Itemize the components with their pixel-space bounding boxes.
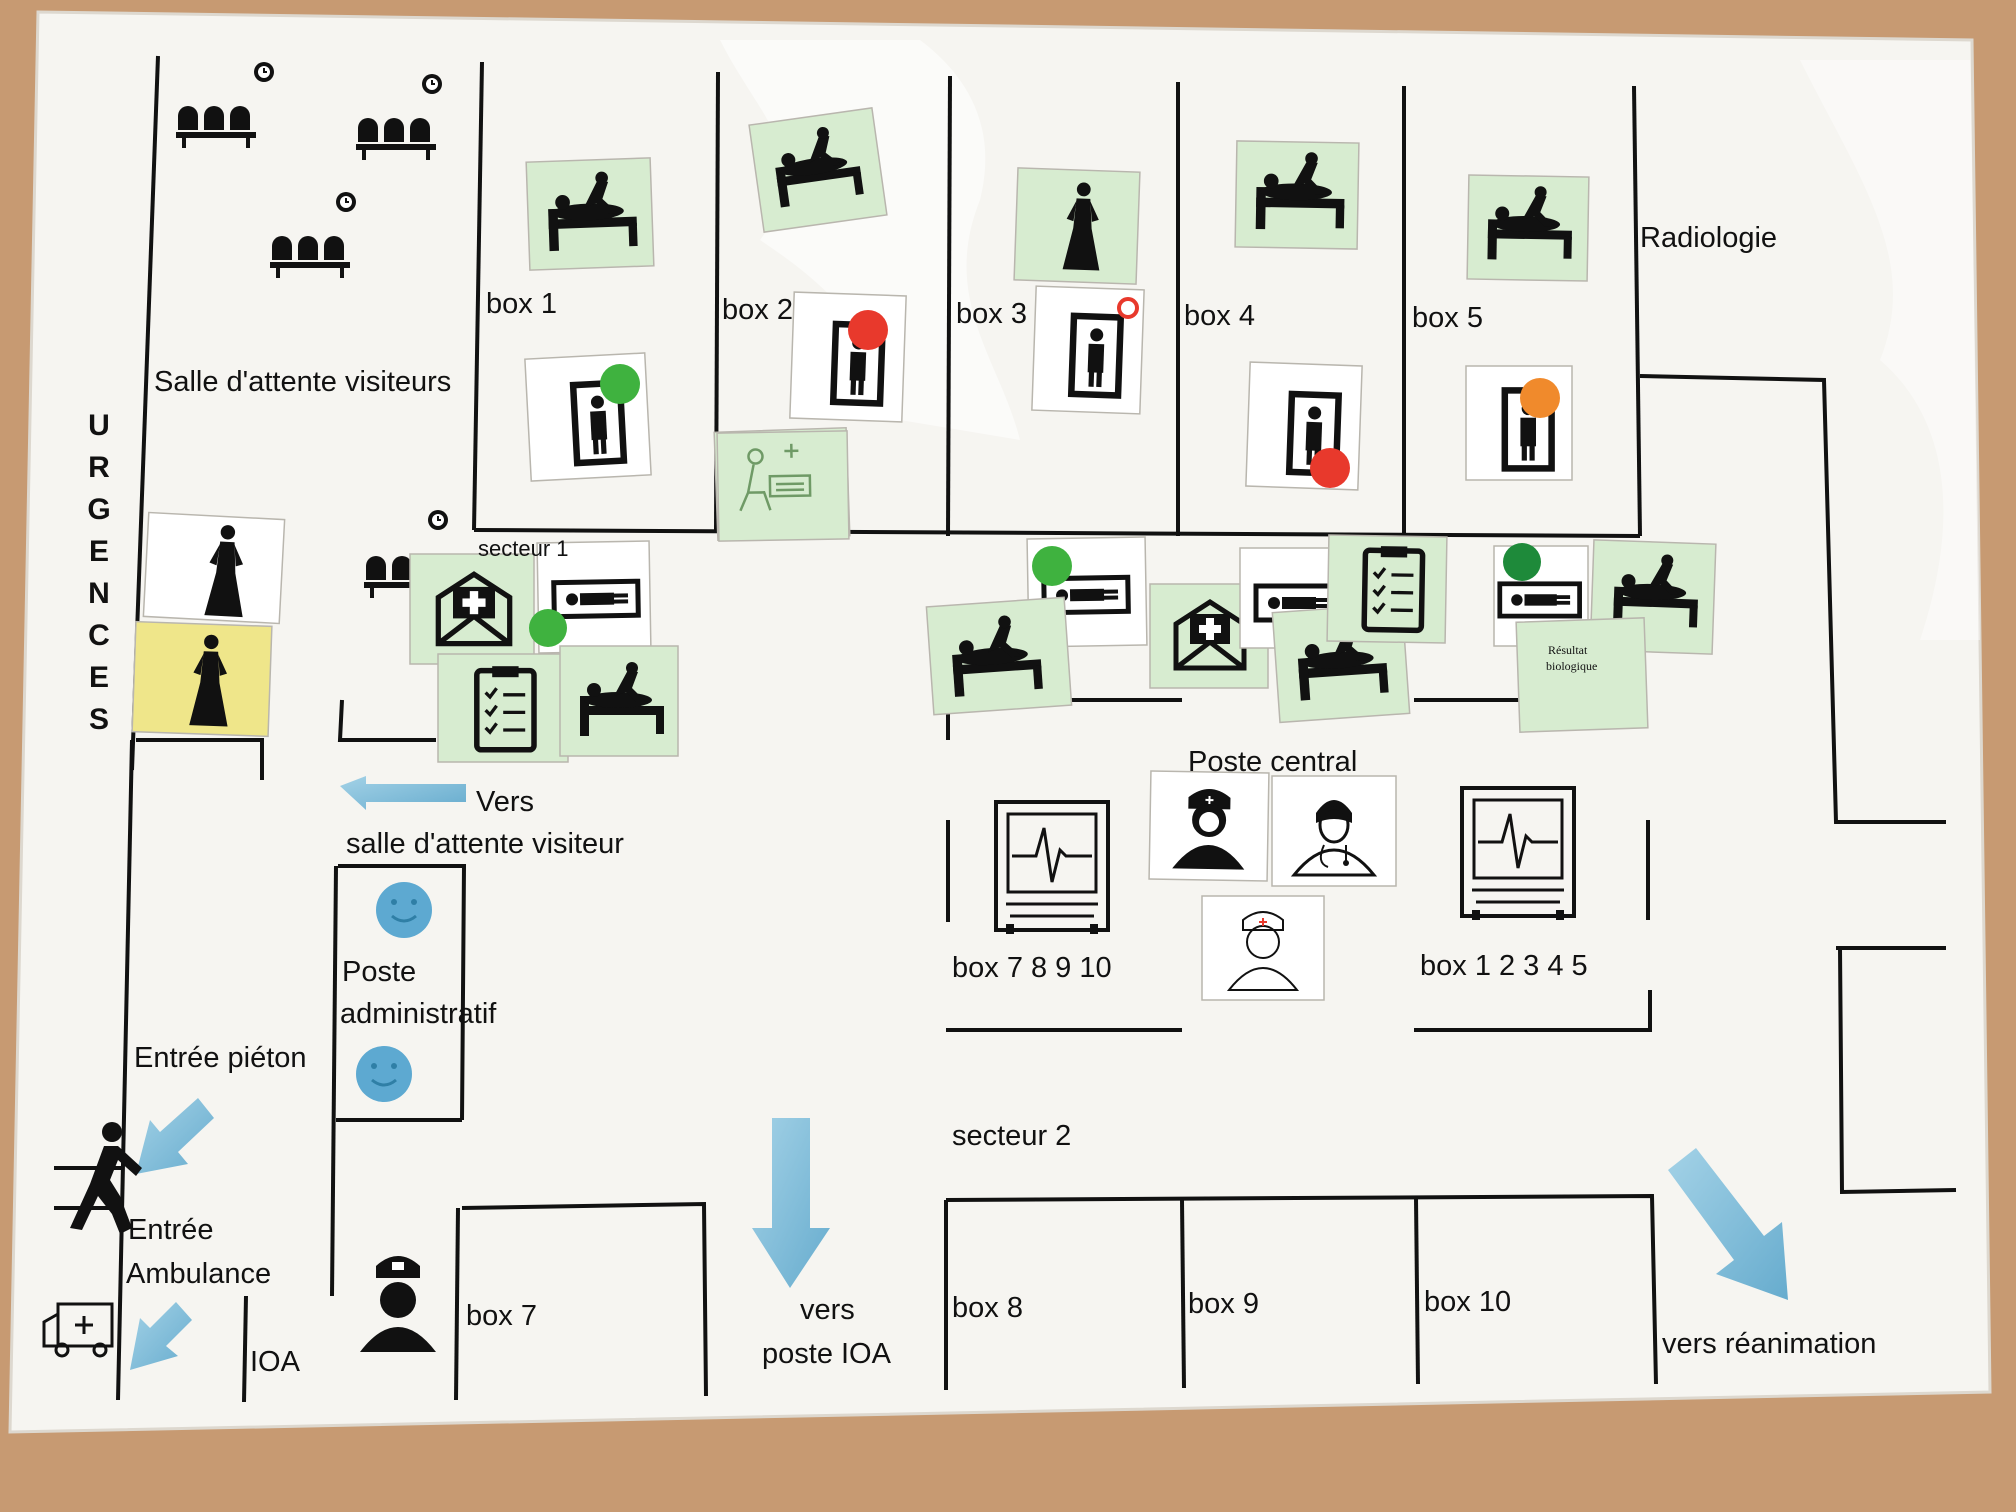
label-administratif: administratif xyxy=(340,998,497,1030)
label-vers-2: vers xyxy=(800,1294,855,1326)
card-patient-scan-icon[interactable] xyxy=(1465,365,1573,481)
label-salle-attente-visiteur: salle d'attente visiteur xyxy=(346,828,624,860)
biology-result-card[interactable] xyxy=(1515,617,1649,733)
nurse-icon xyxy=(360,1256,436,1352)
label-box-7: box 7 xyxy=(466,1300,537,1332)
nurse-icon xyxy=(1172,789,1245,870)
doctor-icon xyxy=(1290,800,1378,877)
card-medical-envelope-icon[interactable] xyxy=(409,553,535,665)
label-salle-attente: Salle d'attente visiteurs xyxy=(154,366,452,398)
label-box-1: box 1 xyxy=(486,288,557,320)
label-resultat: Résultat xyxy=(1548,643,1588,657)
label-entree-pieton: Entrée piéton xyxy=(134,1042,307,1074)
walls xyxy=(116,55,1957,1403)
card-standing-person-icon[interactable] xyxy=(131,620,273,738)
label-secteur-2: secteur 2 xyxy=(952,1120,1072,1152)
card-patient-on-bed-icon[interactable] xyxy=(1466,174,1590,282)
card-nurse-icon[interactable] xyxy=(1201,895,1325,1001)
smiley-icon xyxy=(356,882,432,1102)
arrow-icon xyxy=(130,776,1788,1370)
card-standing-person-icon[interactable] xyxy=(142,511,286,625)
label-vers-reanimation: vers réanimation xyxy=(1662,1328,1877,1360)
label-box-5: box 5 xyxy=(1412,302,1483,334)
card-patient-on-bed-icon[interactable] xyxy=(925,596,1073,716)
label-poste-ioa: poste IOA xyxy=(762,1338,891,1370)
label-box-9: box 9 xyxy=(1188,1288,1259,1320)
label-box-8: box 8 xyxy=(952,1292,1023,1324)
card-patient-scan-icon[interactable] xyxy=(1031,285,1145,415)
label-poste-central: Poste central xyxy=(1188,746,1358,778)
label-vers: Vers xyxy=(476,786,535,818)
card-clipboard-icon[interactable] xyxy=(437,653,569,763)
card-patient-on-bed-icon[interactable] xyxy=(559,645,679,757)
card-standing-person-icon[interactable] xyxy=(1013,167,1141,285)
card-patient-on-bed-icon[interactable] xyxy=(1234,140,1360,250)
label-entree: Entrée xyxy=(128,1214,214,1246)
label-ambulance: Ambulance xyxy=(126,1258,272,1290)
label-poste: Poste xyxy=(342,956,417,988)
card-nurse-icon[interactable] xyxy=(1148,770,1270,882)
label-secteur-1: secteur 1 xyxy=(478,536,569,561)
ambulance-icon xyxy=(42,1302,114,1358)
care-icon xyxy=(739,443,812,512)
label-radiologie: Radiologie xyxy=(1640,222,1778,254)
urgences-vertical-title: U R G E N C E S xyxy=(87,409,111,736)
card-patient-on-bed-icon[interactable] xyxy=(525,157,655,271)
nurse-icon xyxy=(1226,911,1300,991)
label-box-2: box 2 xyxy=(722,294,793,326)
label-ioa: IOA xyxy=(250,1346,300,1378)
card-clipboard-icon[interactable] xyxy=(1326,534,1448,644)
walking-person-icon xyxy=(54,1122,142,1234)
label-box-10: box 10 xyxy=(1424,1286,1512,1318)
label-box-1-5: box 1 2 3 4 5 xyxy=(1420,950,1588,982)
label-box-7-10: box 7 8 9 10 xyxy=(952,952,1112,984)
card-patient-scan-icon[interactable] xyxy=(789,291,907,423)
label-box-4: box 4 xyxy=(1184,300,1255,332)
card-patient-on-bed-icon[interactable] xyxy=(748,107,888,233)
status-dots xyxy=(529,297,1560,647)
label-box-3: box 3 xyxy=(956,298,1027,330)
card-doctor-icon[interactable] xyxy=(1271,775,1397,887)
card-care-icon[interactable] xyxy=(716,430,850,542)
label-biologique: biologique xyxy=(1546,659,1598,673)
